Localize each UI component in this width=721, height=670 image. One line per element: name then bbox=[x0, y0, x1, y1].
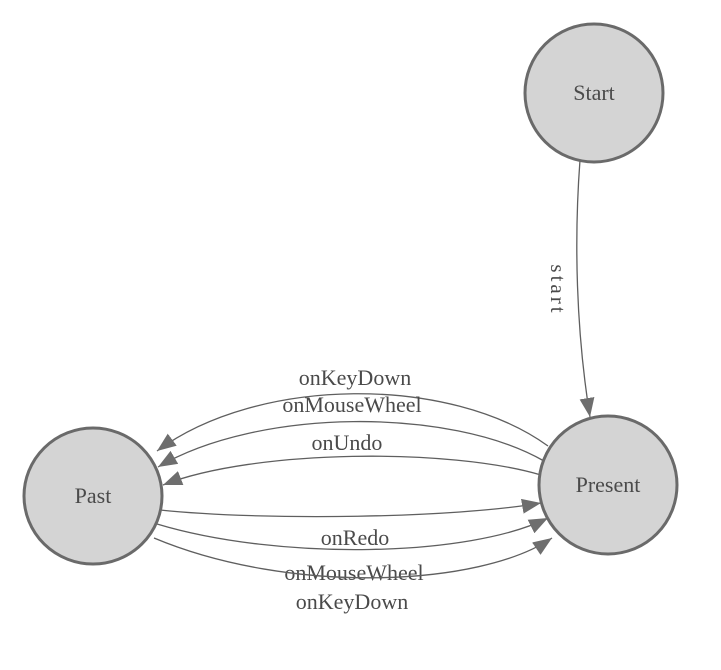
node-past-circle bbox=[22, 426, 164, 566]
edge-present-to-past-onmousewheel: onMouseWheel bbox=[157, 392, 545, 468]
edge-present-to-past-onkeydown: onKeyDown bbox=[156, 365, 549, 452]
node-past: Past bbox=[22, 426, 164, 566]
edge-label-onmousewheel-top: onMouseWheel bbox=[282, 392, 421, 417]
node-present: Present bbox=[537, 414, 679, 556]
edge-path-onredo bbox=[159, 498, 542, 518]
node-start-circle bbox=[523, 22, 665, 164]
edge-path-onkeydown-top bbox=[156, 393, 549, 452]
edge-path-onmousewheel-top bbox=[157, 420, 545, 468]
edge-past-to-present-onkeydown: onKeyDown bbox=[153, 537, 553, 614]
edge-label-start: start bbox=[546, 264, 570, 315]
edge-past-to-present-onmousewheel: onMouseWheel bbox=[156, 517, 549, 585]
edge-label-onredo: onRedo bbox=[321, 525, 389, 550]
node-past-label: Past bbox=[75, 483, 112, 508]
node-present-label: Present bbox=[576, 472, 641, 497]
edge-past-to-present-onredo: onRedo bbox=[159, 498, 542, 550]
edge-present-to-past-onundo: onUndo bbox=[162, 430, 542, 486]
edge-path-start bbox=[576, 159, 595, 418]
edge-label-onkeydown-bottom: onKeyDown bbox=[296, 589, 408, 614]
node-start: Start bbox=[523, 22, 665, 164]
node-present-circle bbox=[537, 414, 679, 556]
edge-label-onmousewheel-bottom: onMouseWheel bbox=[284, 560, 423, 585]
edge-label-onundo: onUndo bbox=[312, 430, 383, 455]
edge-path-onundo bbox=[162, 455, 542, 486]
edge-path-onkeydown-bottom bbox=[153, 537, 553, 579]
edge-start-to-present: start bbox=[546, 159, 595, 418]
node-start-label: Start bbox=[573, 80, 615, 105]
edge-path-onmousewheel-bottom bbox=[156, 517, 549, 551]
edge-label-onkeydown-top: onKeyDown bbox=[299, 365, 411, 390]
